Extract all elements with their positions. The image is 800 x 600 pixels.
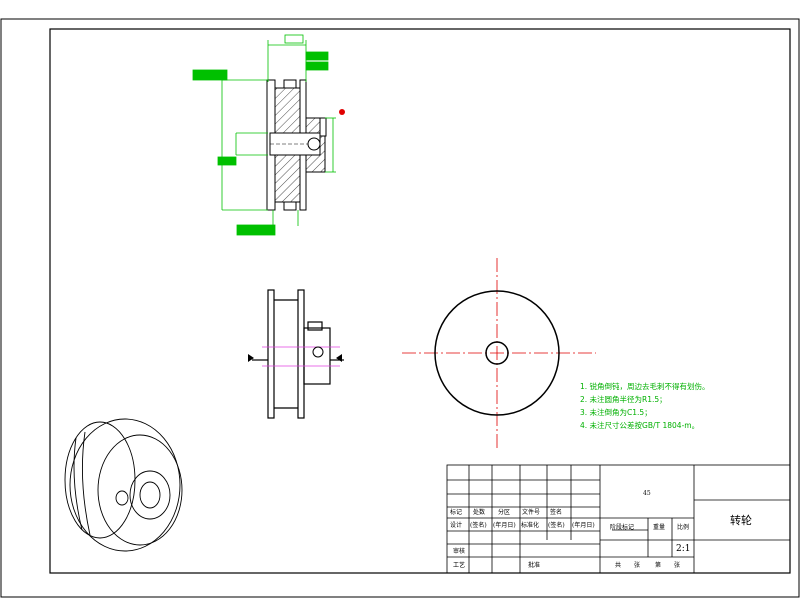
note-3: 3. 未注倒角为C1.5； xyxy=(580,407,652,417)
tb-sheet-num-unit: 张 xyxy=(674,561,680,569)
section-view xyxy=(266,79,327,211)
tb-label-scale: 比例 xyxy=(677,523,689,531)
tb-sheet-num-label: 第 xyxy=(655,561,661,569)
tb-label-design-sign: (签名) xyxy=(470,521,487,529)
sheet-inner-frame xyxy=(49,28,791,574)
tb-sheet-total-unit: 张 xyxy=(634,561,640,569)
tb-label-standard-sign: (签名) xyxy=(548,521,565,529)
side-view-screws xyxy=(248,346,342,362)
title-block xyxy=(446,464,791,574)
tb-label-standard-date: (年月日) xyxy=(572,521,595,529)
front-view xyxy=(402,258,596,448)
tb-material: 45 xyxy=(643,490,651,497)
side-view xyxy=(252,289,344,419)
tb-label-file: 文件号 xyxy=(522,508,540,516)
note-2: 2. 未注圆角半径为R1.5； xyxy=(580,394,667,404)
tb-label-standard: 标准化 xyxy=(521,521,539,529)
tb-label-zone: 分区 xyxy=(498,508,510,516)
isometric-view xyxy=(64,418,183,552)
tb-label-review: 审核 xyxy=(453,547,465,555)
section-marker xyxy=(339,109,345,115)
front-bore-circle xyxy=(485,341,509,365)
tb-label-design: 设计 xyxy=(450,521,462,529)
tb-label-sign: 签名 xyxy=(550,508,562,516)
tb-label-mark: 标记 xyxy=(450,508,462,516)
note-4: 4. 未注尺寸公差按GB/T 1804-m。 xyxy=(580,420,699,430)
sheet-outer-border xyxy=(0,18,800,598)
tb-scale-value: 2:1 xyxy=(676,544,690,554)
tb-label-approve: 批准 xyxy=(528,561,540,569)
title-block-labels: 标记 处数 分区 文件号 签名 设计 (签名) (年月日) 标准化 (签名) (… xyxy=(450,490,752,569)
tb-label-stage: 阶段标记 xyxy=(610,523,634,531)
tb-label-count: 处数 xyxy=(473,508,485,516)
section-dimensions xyxy=(192,34,336,236)
tb-part-name: 转轮 xyxy=(730,513,752,527)
tb-label-weight: 重量 xyxy=(653,523,665,531)
front-outer-circle xyxy=(434,290,560,416)
technical-notes: 1. 锐角倒钝，周边去毛刺不得有划伤。 2. 未注圆角半径为R1.5； 3. 未… xyxy=(580,381,710,430)
tb-sheet-total-label: 共 xyxy=(615,561,621,569)
note-1: 1. 锐角倒钝，周边去毛刺不得有划伤。 xyxy=(580,381,710,391)
tb-label-process: 工艺 xyxy=(453,561,465,569)
tb-label-design-date: (年月日) xyxy=(493,521,516,529)
side-view-hidden-bore xyxy=(262,346,340,367)
